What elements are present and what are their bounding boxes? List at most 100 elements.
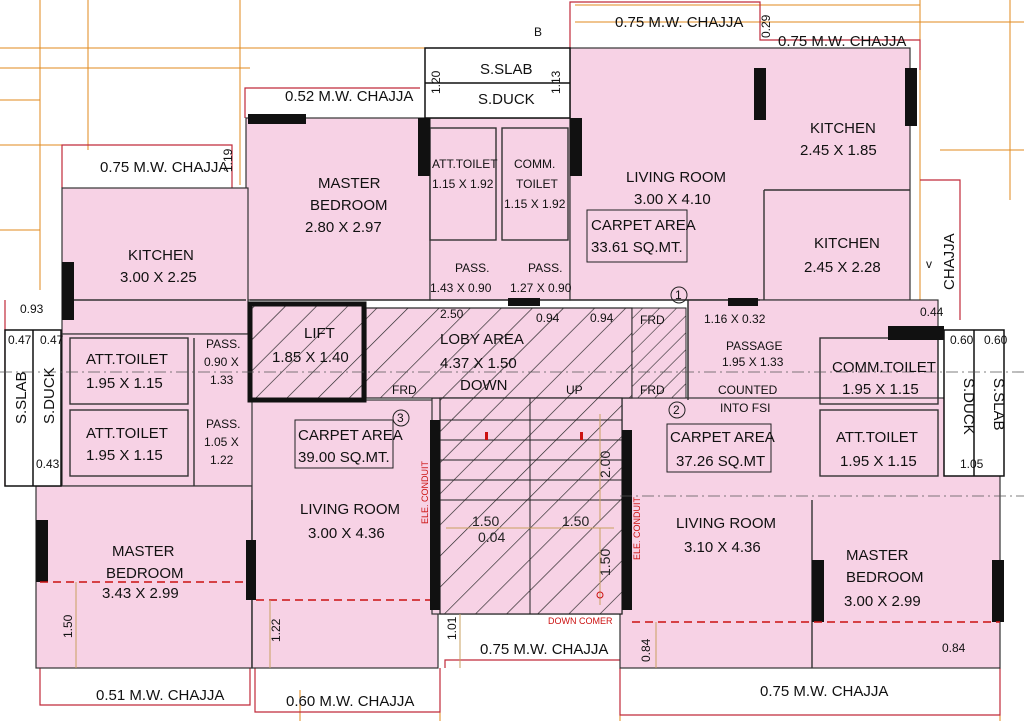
comm-toilet-top-3: 1.15 X 1.92 <box>504 197 566 211</box>
master-bed-top-2: BEDROOM <box>310 197 388 214</box>
att-toilet-l1-2: 1.95 X 1.15 <box>86 375 163 392</box>
kitchen-tr2-1: KITCHEN <box>814 235 880 252</box>
frd-1: FRD <box>640 313 665 327</box>
dim-105: 1.05 <box>960 457 984 471</box>
lobby-hatch <box>365 307 633 399</box>
master-bed-left-2: BEDROOM <box>106 565 184 582</box>
living-top-right-1: LIVING ROOM <box>626 169 726 186</box>
comm-toilet-top-1: COMM. <box>514 157 555 171</box>
ele-conduit-right: ELE. CONDUIT <box>632 496 642 560</box>
v-mark: v <box>926 257 932 271</box>
down-comer: DOWN COMER <box>548 616 613 626</box>
pass-143-1: PASS. <box>455 261 489 275</box>
chajja-left-075: 0.75 M.W. CHAJJA <box>100 159 228 176</box>
chajja-bottom-060: 0.60 M.W. CHAJJA <box>286 693 414 710</box>
lift-1: LIFT <box>304 325 335 342</box>
living-left-2: 3.00 X 4.36 <box>308 525 385 542</box>
counted-1: COUNTED <box>718 383 778 397</box>
pass-090-1: PASS. <box>206 337 240 351</box>
dim-047a: 0.47 <box>8 333 32 347</box>
chajja-052: 0.52 M.W. CHAJJA <box>285 88 413 105</box>
dim-116: 1.16 X 0.32 <box>704 312 766 326</box>
carpet-boxes <box>294 209 772 473</box>
dim-150d: 1.50 <box>61 614 75 638</box>
att-toilet-r-1: ATT.TOILET <box>836 429 918 446</box>
chajja-bottom-051: 0.51 M.W. CHAJJA <box>96 687 224 704</box>
comm-toilet-r-2: 1.95 X 1.15 <box>842 381 919 398</box>
master-bed-left-3: 3.43 X 2.99 <box>102 585 179 602</box>
frd-3: FRD <box>392 383 417 397</box>
passage-2: 1.95 X 1.33 <box>722 355 784 369</box>
dim-093: 0.93 <box>20 302 44 316</box>
sduct-top: S.DUCK <box>478 91 535 108</box>
up-label: UP <box>566 383 583 397</box>
kitchen-tr1-1: KITCHEN <box>810 120 876 137</box>
dim-101: 1.01 <box>445 616 459 640</box>
kitchen-left-2: 3.00 X 2.25 <box>120 269 197 286</box>
dim-084a: 0.84 <box>639 638 653 662</box>
dashed-lines <box>40 581 1000 623</box>
carpet-2-title: CARPET AREA <box>670 429 775 446</box>
flat-number-circles <box>392 286 688 427</box>
lift-shaft <box>247 301 367 403</box>
sslab-top: S.SLAB <box>480 61 533 78</box>
comm-toilet-r-1: COMM.TOILET <box>832 359 936 376</box>
carpet-2-value: 37.26 SQ.MT <box>676 453 765 470</box>
dim-043: 0.43 <box>36 457 60 471</box>
carpet-3-value: 39.00 SQ.MT. <box>298 449 390 466</box>
kitchen-left-1: KITCHEN <box>128 247 194 264</box>
comm-toilet-top-2: TOILET <box>516 177 558 191</box>
att-toilet-top-1: ATT.TOILET <box>432 157 498 171</box>
dim-250: 2.50 <box>440 307 464 321</box>
kitchen-tr2-2: 2.45 X 2.28 <box>804 259 881 276</box>
lobby-2: 4.37 X 1.50 <box>440 355 517 372</box>
carpet-3-title: CARPET AREA <box>298 427 403 444</box>
living-right-2: 3.10 X 4.36 <box>684 539 761 556</box>
frd-2: FRD <box>640 383 665 397</box>
master-bed-right-1: MASTER <box>846 547 909 564</box>
passage-1: PASSAGE <box>726 339 782 353</box>
living-right-1: LIVING ROOM <box>676 515 776 532</box>
pass-090-3: 1.33 <box>210 373 234 387</box>
att-toilet-l1-1: ATT.TOILET <box>86 351 168 368</box>
dim-150b: 1.50 <box>562 513 589 529</box>
red-markers <box>485 432 604 599</box>
flat-3: 3 <box>397 411 404 425</box>
kitchen-tr1-2: 2.45 X 1.85 <box>800 142 877 159</box>
stair-well <box>439 397 623 615</box>
dim-084b: 0.84 <box>942 641 966 655</box>
sduct-left: S.DUCK <box>41 367 58 424</box>
chajja-top-center: 0.75 M.W. CHAJJA <box>615 14 743 31</box>
section-mark: B <box>534 25 542 39</box>
flat-2: 2 <box>673 403 680 417</box>
dim-122: 1.22 <box>269 618 283 642</box>
slab-outline <box>4 1 1001 716</box>
dim-150a: 1.50 <box>472 513 499 529</box>
master-bed-right-3: 3.00 X 2.99 <box>844 593 921 610</box>
dim-094b: 0.94 <box>590 311 614 325</box>
pass-090-2: 0.90 X <box>204 355 239 369</box>
sslab-left: S.SLAB <box>13 371 30 424</box>
chajja-top-right: 0.75 M.W. CHAJJA <box>778 33 906 50</box>
master-bed-top-3: 2.80 X 2.97 <box>305 219 382 236</box>
living-left-1: LIVING ROOM <box>300 501 400 518</box>
dim-113: 1.13 <box>549 70 563 94</box>
pass-143-2: 1.43 X 0.90 <box>430 281 492 295</box>
dim-094a: 0.94 <box>536 311 560 325</box>
master-bed-top-1: MASTER <box>318 175 381 192</box>
pass-105-2: 1.05 X <box>204 435 239 449</box>
dim-029: 0.29 <box>759 14 773 38</box>
frd-hatch <box>631 307 687 399</box>
living-top-right-2: 3.00 X 4.10 <box>634 191 711 208</box>
pass-127-2: 1.27 X 0.90 <box>510 281 572 295</box>
inner-walls <box>62 127 939 668</box>
thick-walls <box>36 68 1004 622</box>
labels: 0.75 M.W. CHAJJA 0.75 M.W. CHAJJA 0.29 0… <box>8 14 1008 710</box>
att-toilet-l2-1: ATT.TOILET <box>86 425 168 442</box>
sduct-right: S.DUCK <box>960 378 977 435</box>
lobby-3: DOWN <box>460 377 508 394</box>
pass-127-1: PASS. <box>528 261 562 275</box>
att-toilet-r-2: 1.95 X 1.15 <box>840 453 917 470</box>
